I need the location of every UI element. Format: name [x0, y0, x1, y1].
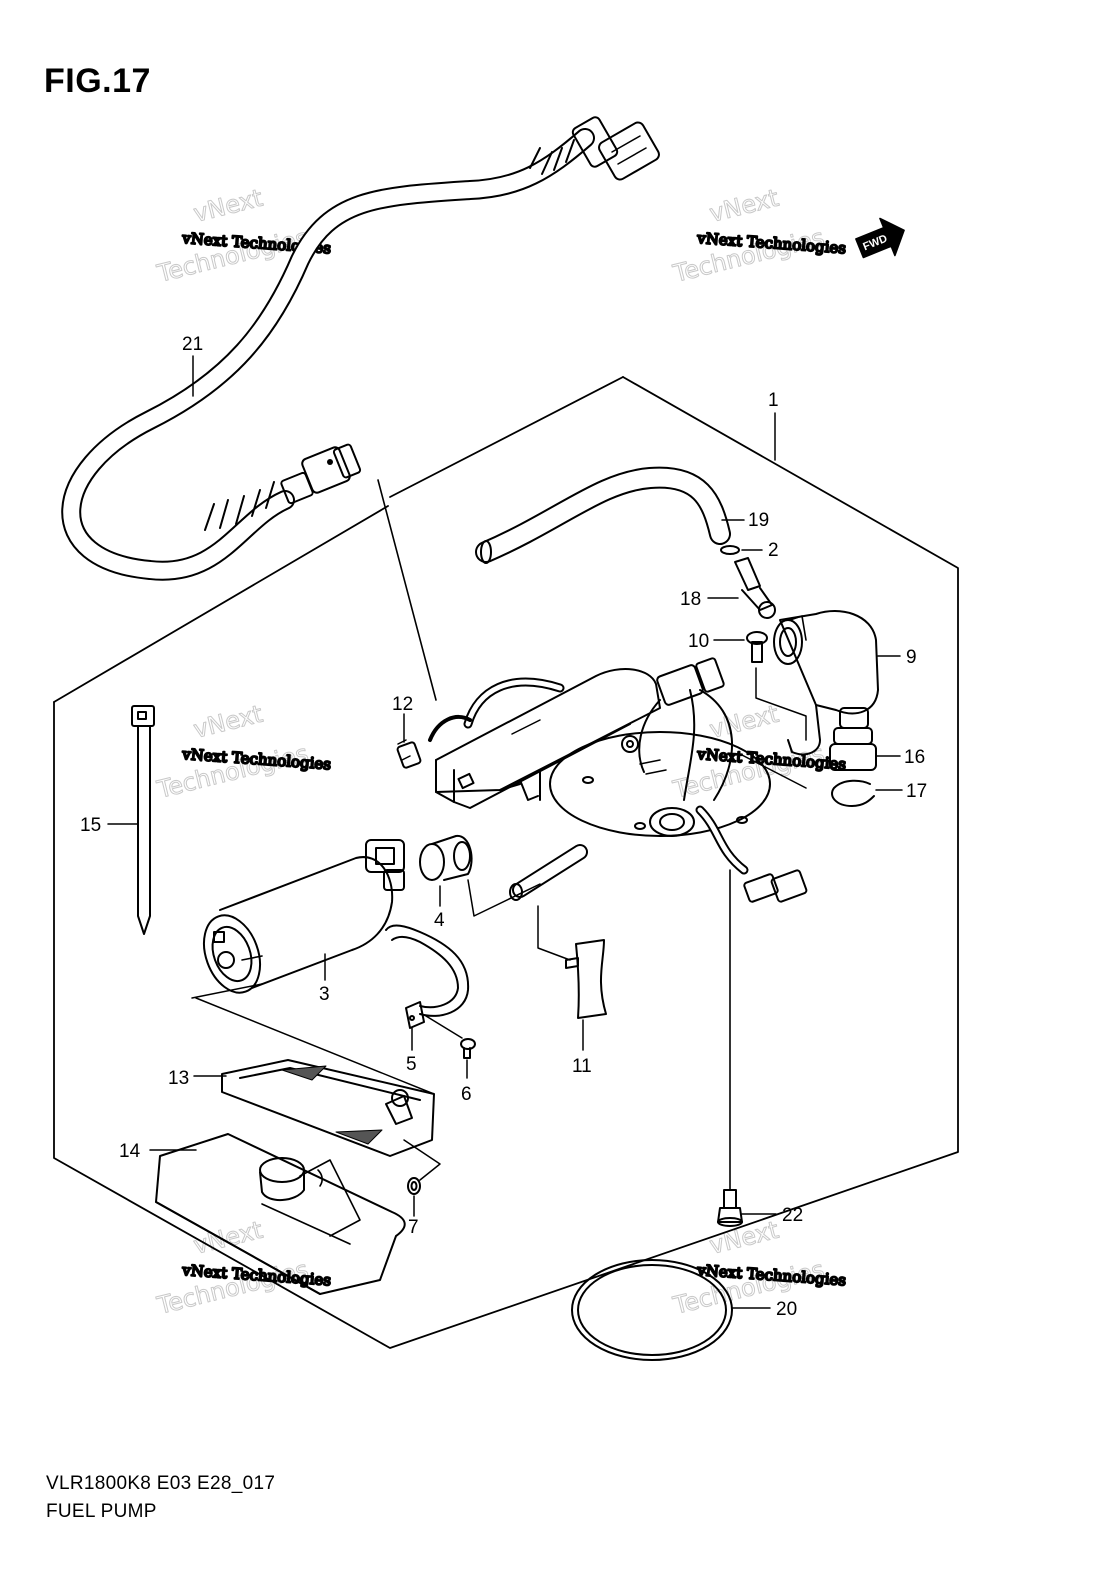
watermark-mid-left: vNext Technologies vNext Technologies: [153, 699, 332, 804]
callout-16: 16: [904, 747, 925, 768]
part-14-filter-case: [155, 1133, 406, 1295]
watermark-bottom-left: vNext Technologies vNext Technologies: [153, 1215, 332, 1320]
guide-21-to-12: [377, 479, 437, 701]
callout-19: 19: [748, 510, 769, 531]
diagram-name: FUEL PUMP: [46, 1501, 157, 1522]
part-17-retaining-clip: [831, 779, 875, 807]
part-21-wiring-harness: [61, 116, 660, 581]
guide-11: [537, 905, 571, 961]
callout-10: 10: [688, 631, 709, 652]
part-19-fuel-hose: [475, 466, 731, 564]
callout-6: 6: [461, 1084, 472, 1105]
part-9-outlet-pipe: [773, 610, 879, 756]
part-2-clip: [720, 545, 740, 555]
guide-4: [467, 879, 541, 917]
callout-20: 20: [776, 1299, 797, 1320]
callout-14: 14: [119, 1141, 141, 1162]
part-1-fuel-pump-body: [428, 657, 808, 903]
assembly-outline-top: [389, 376, 624, 498]
callout-9: 9: [906, 647, 917, 668]
part-15-cable-tie: [131, 705, 155, 935]
part-10-screw: [746, 631, 768, 663]
guide-3: [191, 983, 263, 999]
forward-arrow-icon: FWD: [855, 217, 905, 259]
callout-13: 13: [168, 1068, 189, 1089]
part-3-fuel-pump-motor: [202, 839, 405, 994]
callout-17: 17: [906, 781, 927, 802]
callout-18: 18: [680, 589, 701, 610]
callout-21: 21: [182, 334, 203, 355]
guide-6: [425, 1015, 463, 1039]
callout-2: 2: [768, 540, 779, 561]
assembly-outline: [53, 376, 959, 1349]
callout-5: 5: [406, 1054, 417, 1075]
callout-1: 1: [768, 390, 779, 411]
part-11-set-plate: [565, 939, 607, 1019]
callout-3: 3: [319, 984, 330, 1005]
figure-title: FIG.17: [44, 62, 151, 100]
callout-7: 7: [408, 1217, 419, 1238]
part-12-connector: [396, 739, 422, 769]
part-18-joint-fitting: [734, 557, 776, 619]
part-6-screw: [460, 1038, 476, 1059]
guide-16: [739, 753, 807, 789]
callout-11: 11: [572, 1056, 592, 1077]
svg-text:vNext: vNext: [191, 700, 266, 744]
part-13-fuel-filter: [221, 1059, 435, 1157]
part-5-pump-holder: [385, 924, 470, 1029]
guide-13: [403, 1139, 441, 1181]
svg-text:vNext: vNext: [191, 184, 266, 228]
callout-15: 15: [80, 815, 101, 836]
part-22-bolt: [717, 1189, 743, 1227]
watermark-top-right: vNext Technologies vNext Technologies: [669, 183, 847, 288]
svg-text:vNext: vNext: [707, 700, 782, 744]
svg-text:vNext: vNext: [707, 184, 782, 228]
callout-4: 4: [434, 910, 445, 931]
guide-9: [755, 667, 807, 741]
part-4-cushion-grommet: [419, 834, 473, 881]
watermark-mid-right: vNext Technologies vNext Technologies: [669, 699, 847, 804]
assembly-outline-left-gap: [53, 505, 389, 703]
callout-12: 12: [392, 694, 413, 715]
part-7-clip: [407, 1177, 421, 1195]
guide-3-to-13: [195, 997, 435, 1095]
part-20-o-ring: [571, 1259, 733, 1361]
callout-22: 22: [782, 1205, 803, 1226]
svg-text:vNext: vNext: [191, 1216, 266, 1260]
part-16-pipe-fitting: [829, 707, 877, 771]
diagram-code: VLR1800K8 E03 E28_017: [46, 1473, 276, 1494]
